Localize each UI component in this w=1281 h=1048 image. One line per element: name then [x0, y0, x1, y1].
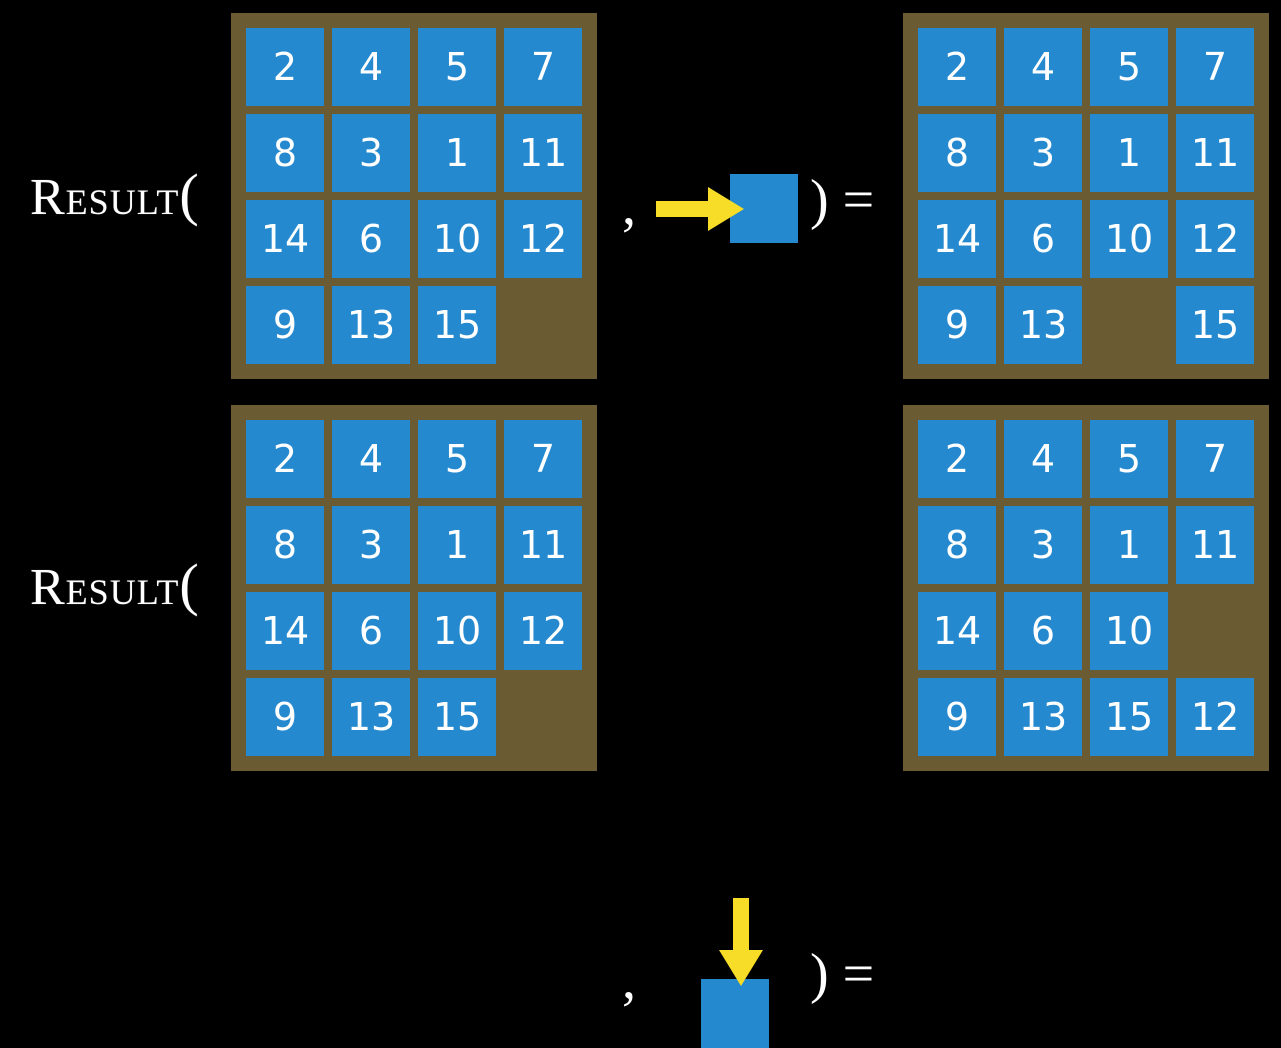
tile-2[interactable]: 2 — [246, 420, 324, 498]
tile-5[interactable]: 5 — [1090, 420, 1168, 498]
argument-separator-1: , — [622, 949, 636, 1011]
tile-4[interactable]: 4 — [1004, 28, 1082, 106]
tile-empty — [504, 286, 582, 364]
tile-8[interactable]: 8 — [246, 506, 324, 584]
tile-14[interactable]: 14 — [918, 592, 996, 670]
tile-4[interactable]: 4 — [1004, 420, 1082, 498]
tile-empty — [504, 678, 582, 756]
tile-6[interactable]: 6 — [1004, 592, 1082, 670]
tile-8[interactable]: 8 — [918, 506, 996, 584]
open-paren-1: ( — [179, 552, 200, 617]
tile-1[interactable]: 1 — [418, 506, 496, 584]
tile-11[interactable]: 11 — [504, 114, 582, 192]
tile-14[interactable]: 14 — [918, 200, 996, 278]
tile-10[interactable]: 10 — [1090, 592, 1168, 670]
tile-9[interactable]: 9 — [246, 678, 324, 756]
tile-4[interactable]: 4 — [332, 420, 410, 498]
argument-separator-0: , — [622, 175, 636, 237]
tile-9[interactable]: 9 — [918, 286, 996, 364]
tile-10[interactable]: 10 — [1090, 200, 1168, 278]
move-tile-1[interactable] — [701, 979, 769, 1048]
tile-15[interactable]: 15 — [1090, 678, 1168, 756]
result-function-label-1: Result( — [30, 556, 200, 614]
close-paren-0: ) — [810, 169, 829, 231]
tile-7[interactable]: 7 — [1176, 420, 1254, 498]
equation-closing-1: ) = — [810, 946, 874, 1002]
tile-3[interactable]: 3 — [1004, 506, 1082, 584]
arrow-down-icon — [719, 898, 763, 986]
tile-13[interactable]: 13 — [1004, 678, 1082, 756]
tile-5[interactable]: 5 — [418, 28, 496, 106]
equation-closing-0: ) = — [810, 172, 874, 228]
tile-6[interactable]: 6 — [332, 200, 410, 278]
tile-11[interactable]: 11 — [504, 506, 582, 584]
tile-4[interactable]: 4 — [332, 28, 410, 106]
equals-sign-0: = — [842, 169, 875, 231]
tile-15[interactable]: 15 — [1176, 286, 1254, 364]
tile-14[interactable]: 14 — [246, 592, 324, 670]
operator-area-0: , ) = — [601, 0, 903, 390]
tile-11[interactable]: 11 — [1176, 114, 1254, 192]
tile-7[interactable]: 7 — [1176, 28, 1254, 106]
result-word-1: Result — [30, 559, 180, 616]
tile-1[interactable]: 1 — [1090, 506, 1168, 584]
arrow-right-icon — [656, 187, 744, 231]
tile-2[interactable]: 2 — [918, 420, 996, 498]
tile-9[interactable]: 9 — [918, 678, 996, 756]
equals-sign-1: = — [842, 943, 875, 1005]
tile-1[interactable]: 1 — [418, 114, 496, 192]
tile-10[interactable]: 10 — [418, 592, 496, 670]
tile-8[interactable]: 8 — [246, 114, 324, 192]
tile-5[interactable]: 5 — [1090, 28, 1168, 106]
tile-6[interactable]: 6 — [1004, 200, 1082, 278]
tile-10[interactable]: 10 — [418, 200, 496, 278]
close-paren-1: ) — [810, 943, 829, 1005]
tile-12[interactable]: 12 — [1176, 678, 1254, 756]
operator-area-1: , ) = — [601, 390, 903, 1048]
tile-13[interactable]: 13 — [332, 678, 410, 756]
result-word-0: Result — [30, 169, 180, 226]
tile-8[interactable]: 8 — [918, 114, 996, 192]
tile-1[interactable]: 1 — [1090, 114, 1168, 192]
tile-12[interactable]: 12 — [504, 200, 582, 278]
tile-3[interactable]: 3 — [1004, 114, 1082, 192]
tile-7[interactable]: 7 — [504, 420, 582, 498]
tile-3[interactable]: 3 — [332, 114, 410, 192]
tile-7[interactable]: 7 — [504, 28, 582, 106]
tile-12[interactable]: 12 — [504, 592, 582, 670]
tile-12[interactable]: 12 — [1176, 200, 1254, 278]
tile-15[interactable]: 15 — [418, 678, 496, 756]
tile-3[interactable]: 3 — [332, 506, 410, 584]
tile-2[interactable]: 2 — [918, 28, 996, 106]
tile-13[interactable]: 13 — [332, 286, 410, 364]
tile-6[interactable]: 6 — [332, 592, 410, 670]
tile-14[interactable]: 14 — [246, 200, 324, 278]
tile-13[interactable]: 13 — [1004, 286, 1082, 364]
result-function-label-0: Result( — [30, 166, 200, 224]
open-paren-0: ( — [179, 162, 200, 227]
tile-2[interactable]: 2 — [246, 28, 324, 106]
tile-empty — [1090, 286, 1168, 364]
tile-9[interactable]: 9 — [246, 286, 324, 364]
tile-15[interactable]: 15 — [418, 286, 496, 364]
tile-5[interactable]: 5 — [418, 420, 496, 498]
tile-empty — [1176, 592, 1254, 670]
tile-11[interactable]: 11 — [1176, 506, 1254, 584]
